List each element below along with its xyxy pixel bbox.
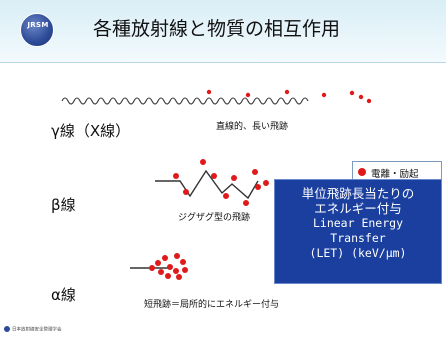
slide-header bbox=[0, 0, 446, 62]
red-dot-icon bbox=[358, 168, 366, 176]
slide-footer: 日本放射線安全管理学会 bbox=[4, 326, 62, 333]
alpha-ionization-dots bbox=[149, 253, 188, 280]
beta-ionization-dots bbox=[173, 159, 269, 206]
let-line-2: エネルギー付与 bbox=[314, 201, 402, 216]
header-divider bbox=[0, 62, 446, 63]
legend-label: 電離・励起 bbox=[371, 169, 419, 180]
alpha-ray-label: α線 bbox=[51, 286, 76, 304]
let-line-1: 単位飛跡長当たりの bbox=[301, 186, 415, 201]
beta-ray-label: β線 bbox=[51, 196, 76, 214]
let-line-5: (LET) (keV/μm) bbox=[309, 246, 407, 260]
gamma-ray-caption: 直線的、長い飛跡 bbox=[216, 122, 289, 132]
alpha-ray-caption: 短飛跡＝局所的にエネルギー付与 bbox=[144, 300, 280, 310]
let-definition-box: 単位飛跡長当たりの エネルギー付与 Linear Energy Transfer… bbox=[274, 179, 442, 284]
logo-text: JRSM bbox=[27, 21, 49, 29]
gamma-ray-track bbox=[61, 97, 309, 105]
beta-ray-caption: ジグザグ型の飛跡 bbox=[178, 213, 251, 223]
let-line-3: Linear Energy bbox=[312, 216, 403, 230]
gamma-ionization-dots bbox=[206, 89, 372, 104]
let-line-4: Transfer bbox=[330, 231, 386, 245]
beta-ray-track bbox=[155, 169, 259, 200]
footer-logo-icon bbox=[4, 326, 10, 332]
society-logo: JRSM bbox=[20, 13, 54, 47]
gamma-ray-label: γ線（X線） bbox=[51, 122, 131, 140]
footer-text: 日本放射線安全管理学会 bbox=[12, 327, 62, 333]
slide-title: 各種放射線と物質の相互作用 bbox=[93, 18, 341, 40]
